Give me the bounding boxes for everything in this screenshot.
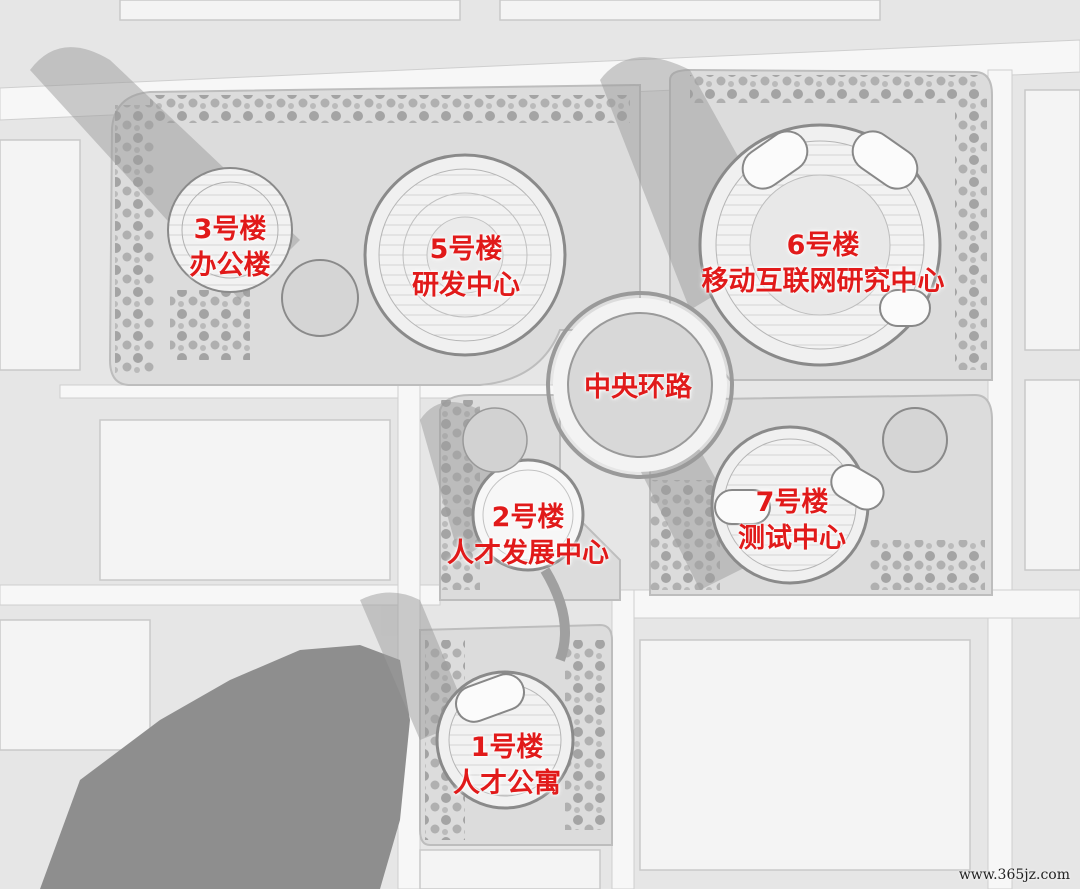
block-south-west [0, 619, 151, 751]
block-north [119, 0, 461, 21]
building-1-label: 1号楼 人才公寓 [453, 730, 561, 802]
block-east-2 [1024, 379, 1080, 571]
building-6-footprint [698, 123, 942, 367]
park-area [40, 645, 410, 889]
building-6-name: 移动互联网研究中心 [701, 266, 945, 297]
building-2-label: 2号楼 人才发展中心 [447, 500, 609, 572]
central-ring-label: 中央环路 [584, 370, 692, 406]
building-3-label: 3号楼 办公楼 [190, 212, 271, 284]
building-3-footprint [167, 167, 359, 337]
block-mid-west [99, 419, 391, 581]
block-east-1 [1024, 89, 1080, 351]
building-1-name: 人才公寓 [453, 768, 561, 799]
central-ring-road-shape [546, 291, 734, 479]
building-5-label: 5号楼 研发中心 [412, 232, 520, 304]
building-1-footprint [435, 670, 575, 810]
building-5-footprint [363, 153, 567, 357]
building-3-number: 3号楼 [193, 214, 267, 245]
building-6-label: 6号楼 移动互联网研究中心 [702, 228, 945, 300]
vertical-road-east [611, 589, 635, 889]
building-5-number: 5号楼 [429, 234, 503, 265]
building-7-label: 7号楼 测试中心 [738, 485, 846, 557]
building-7-name: 测试中心 [738, 523, 846, 554]
building-3-name: 办公楼 [189, 250, 271, 281]
watermark-text: www.365jz.com [958, 867, 1070, 883]
block-west [0, 139, 81, 371]
building-2-footprint [462, 407, 585, 662]
block-south [419, 849, 601, 889]
building-2-number: 2号楼 [491, 502, 565, 533]
building-1-number: 1号楼 [470, 732, 544, 763]
block-north-east [499, 0, 881, 21]
building-2-name: 人才发展中心 [447, 538, 609, 569]
building-5-name: 研发中心 [412, 270, 520, 301]
building-6-number: 6号楼 [786, 230, 860, 261]
central-ring-name: 中央环路 [584, 372, 692, 403]
building-7-number: 7号楼 [755, 487, 829, 518]
block-south-east [639, 639, 971, 871]
west-road [0, 584, 441, 606]
building-7-footprint [710, 407, 948, 585]
